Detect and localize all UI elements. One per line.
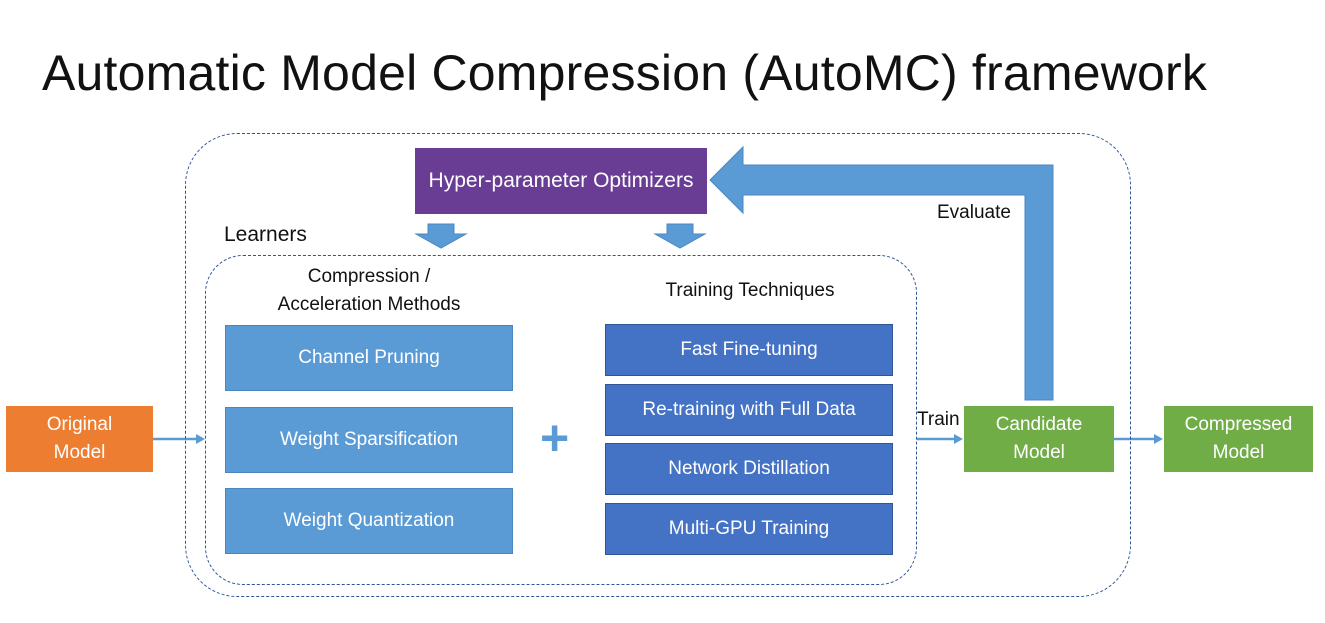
- compressed-model-box: Compressed Model: [1164, 406, 1313, 472]
- diagram-title: Automatic Model Compression (AutoMC) fra…: [42, 45, 1208, 101]
- original-model-box: Original Model: [6, 406, 153, 472]
- learners-label: Learners: [224, 223, 307, 246]
- train-arrowhead: [954, 434, 963, 444]
- technique-fast-fine-tuning: Fast Fine-tuning: [605, 324, 893, 376]
- compression-heading: Compression / Acceleration Methods: [277, 266, 461, 315]
- plus-sign: +: [540, 410, 570, 466]
- technique-network-distillation: Network Distillation: [605, 443, 893, 495]
- learners-region: [205, 255, 917, 585]
- training-heading: Training Techniques: [665, 280, 835, 301]
- down-arrow-right: [653, 223, 707, 249]
- method-weight-quantization: Weight Quantization: [225, 488, 513, 554]
- method-weight-sparsification: Weight Sparsification: [225, 407, 513, 473]
- down-arrow-left: [414, 223, 468, 249]
- technique-multi-gpu-training: Multi-GPU Training: [605, 503, 893, 555]
- evaluate-label: Evaluate: [937, 202, 1011, 223]
- method-channel-pruning: Channel Pruning: [225, 325, 513, 391]
- technique-retraining-full-data: Re-training with Full Data: [605, 384, 893, 436]
- evaluate-arrow: [709, 145, 1054, 401]
- hyper-parameter-optimizers-box: Hyper-parameter Optimizers: [415, 148, 707, 214]
- original-to-learners-arrowhead: [196, 434, 205, 444]
- candidate-model-box: Candidate Model: [964, 406, 1114, 472]
- automc-outer-region: [185, 133, 1131, 597]
- train-label: Train: [917, 409, 960, 430]
- candidate-to-compressed-arrowhead: [1154, 434, 1163, 444]
